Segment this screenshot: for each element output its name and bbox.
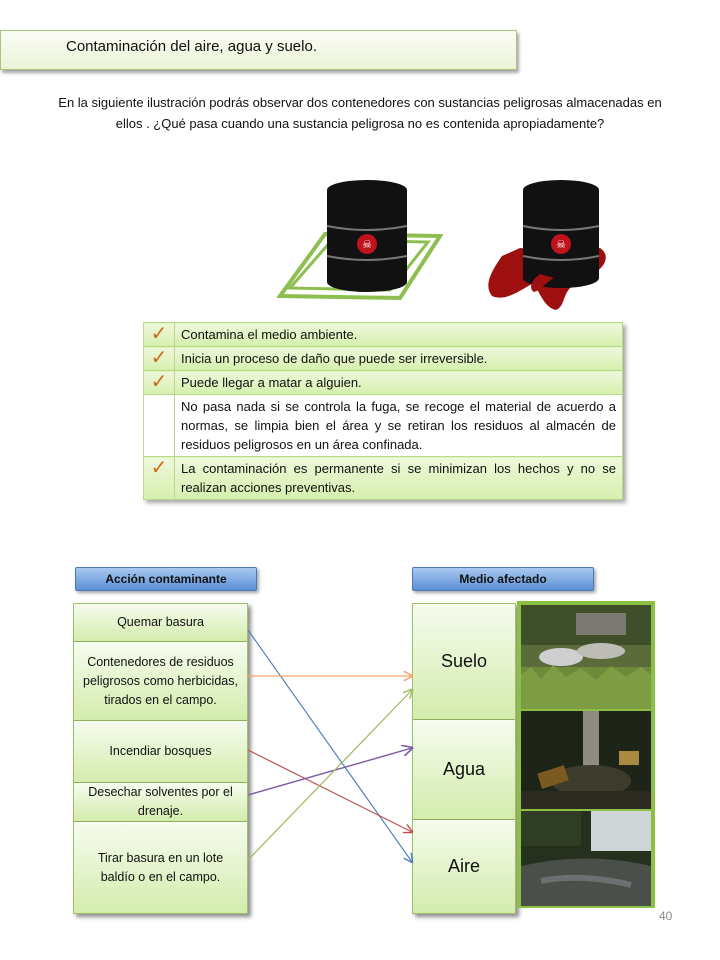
action-item[interactable]: Tirar basura en un lote baldío o en el c… xyxy=(74,822,247,913)
soil-photo xyxy=(521,605,651,709)
checklist-text: No pasa nada si se controla la fuga, se … xyxy=(174,394,623,457)
checkmark-icon: ✓ xyxy=(150,371,168,393)
page-number: 40 xyxy=(659,909,673,923)
media-item-suelo[interactable]: Suelo xyxy=(413,604,515,720)
leaking-barrel: ☠ xyxy=(488,180,606,310)
actions-column: Quemar basura Contenedores de residuos p… xyxy=(73,603,248,914)
intro-paragraph: En la siguiente ilustración podrás obser… xyxy=(58,95,662,131)
line-tirar-suelo xyxy=(247,690,412,861)
checkmark-icon: ✓ xyxy=(150,323,168,345)
action-item[interactable]: Contenedores de residuos peligrosos como… xyxy=(74,642,247,721)
contained-barrel: ☠ xyxy=(276,180,444,301)
checklist-row: ✓ Inicia un proceso de daño que puede ser… xyxy=(143,346,623,371)
svg-text:☠: ☠ xyxy=(556,238,566,251)
air-photo xyxy=(521,811,651,906)
checkbox-cell[interactable] xyxy=(143,394,175,457)
svg-text:☠: ☠ xyxy=(362,238,372,251)
media-photos xyxy=(517,601,655,908)
checklist-text: Puede llegar a matar a alguien. xyxy=(174,370,623,395)
checklist-text: Contamina el medio ambiente. xyxy=(174,322,623,347)
checklist-text: Inicia un proceso de daño que puede ser … xyxy=(174,346,623,371)
water-photo xyxy=(521,711,651,809)
checkmark-icon: ✓ xyxy=(150,457,168,479)
media-item-aire[interactable]: Aire xyxy=(413,820,515,913)
header-accion-contaminante: Acción contaminante xyxy=(75,567,257,591)
checkbox-cell[interactable]: ✓ xyxy=(143,456,175,500)
checklist-row: ✓ Puede llegar a matar a alguien. xyxy=(143,370,623,395)
checkbox-cell[interactable]: ✓ xyxy=(143,370,175,395)
line-quemar-aire xyxy=(247,629,412,862)
action-item[interactable]: Quemar basura xyxy=(74,604,247,642)
header-medio-afectado: Medio afectado xyxy=(412,567,594,591)
media-column: Suelo Agua Aire xyxy=(412,603,516,914)
action-item[interactable]: Incendiar bosques xyxy=(74,721,247,783)
consequences-checklist: ✓ Contamina el medio ambiente. ✓ Inicia un … xyxy=(143,322,623,500)
checklist-row: No pasa nada si se controla la fuga, se … xyxy=(143,394,623,457)
section-title: Contaminación del aire, agua y suelo. xyxy=(66,38,317,55)
checkbox-cell[interactable]: ✓ xyxy=(143,322,175,347)
media-item-agua[interactable]: Agua xyxy=(413,720,515,820)
section-title-bar: Contaminación del aire, agua y suelo. xyxy=(0,30,517,70)
checklist-text: La contaminación es permanente si se min… xyxy=(174,456,623,500)
checkbox-cell[interactable]: ✓ xyxy=(143,346,175,371)
action-item[interactable]: Desechar solventes por el drenaje. xyxy=(74,783,247,822)
barrels-illustration: ☠ ☠ xyxy=(276,180,606,310)
checklist-row: ✓ Contamina el medio ambiente. xyxy=(143,322,623,347)
line-solventes-agua xyxy=(247,748,412,796)
line-incendiar-aire xyxy=(247,749,412,832)
checklist-row: ✓ La contaminación es permanente si se mi… xyxy=(143,456,623,500)
checkmark-icon: ✓ xyxy=(150,347,168,369)
